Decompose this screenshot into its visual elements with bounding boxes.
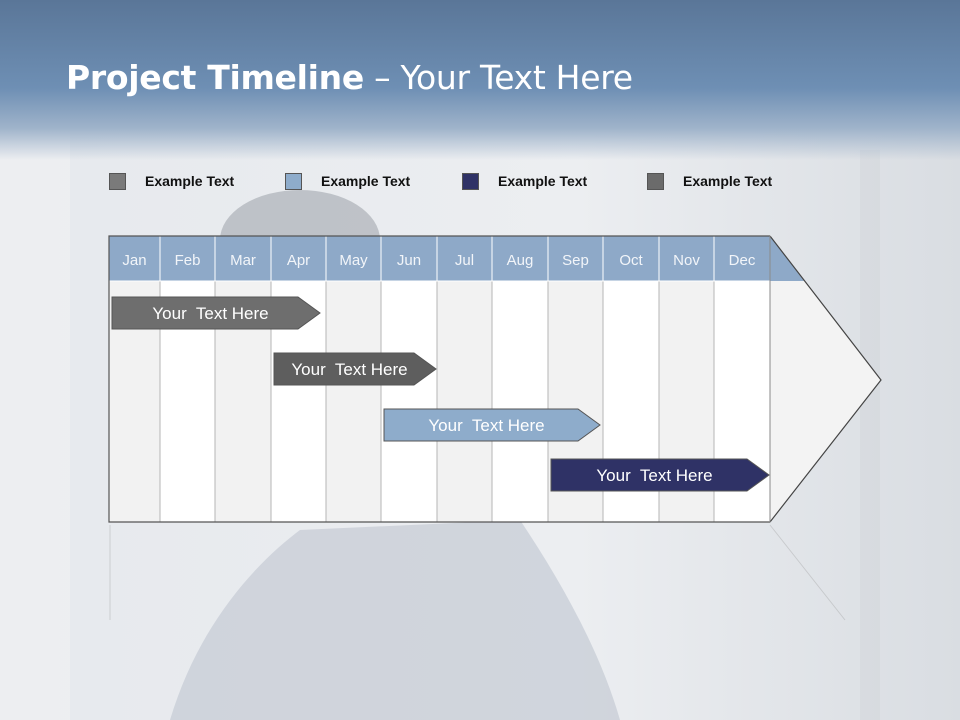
timeline-border bbox=[108, 235, 770, 523]
legend-swatch-2 bbox=[285, 172, 302, 190]
legend-label-1: Example Text bbox=[145, 173, 235, 189]
legend-item-3: Example Text bbox=[462, 170, 587, 192]
month-column-jun bbox=[380, 280, 438, 523]
month-column-jul bbox=[436, 280, 493, 523]
title-bold: Project Timeline bbox=[66, 58, 364, 97]
month-column-aug bbox=[491, 280, 549, 523]
legend-item-4: Example Text bbox=[647, 170, 772, 192]
month-header-cell-sep bbox=[547, 235, 604, 282]
month-label-may: May bbox=[339, 252, 368, 269]
month-header-cell-aug bbox=[491, 235, 549, 282]
legend-swatch-3 bbox=[462, 172, 479, 190]
month-label-sep: Sep bbox=[562, 252, 589, 269]
task-bar-label-4: Your Text Here bbox=[596, 466, 712, 485]
month-header-cell-jun bbox=[380, 235, 438, 282]
month-column-may bbox=[325, 280, 382, 523]
legend-swatch-1 bbox=[109, 172, 126, 190]
task-bar-4 bbox=[550, 458, 770, 492]
month-header-cell-dec bbox=[713, 235, 771, 282]
task-bar-label-3: Your Text Here bbox=[428, 416, 544, 435]
task-bar-3 bbox=[383, 408, 601, 442]
title-rest: – Your Text Here bbox=[363, 58, 633, 97]
page-title: Project Timeline – Your Text Here bbox=[66, 58, 633, 97]
month-header-cell-oct bbox=[602, 235, 660, 282]
legend-item-2: Example Text bbox=[285, 170, 410, 192]
timeline-reflection bbox=[109, 524, 846, 621]
header-band bbox=[0, 0, 960, 160]
task-bar-1 bbox=[111, 296, 321, 330]
legend-swatch-4 bbox=[647, 172, 664, 190]
legend-label-3: Example Text bbox=[498, 173, 588, 189]
legend-item-1: Example Text bbox=[109, 170, 234, 192]
arrow-outline bbox=[769, 235, 882, 523]
month-header-cell-jan bbox=[108, 235, 161, 282]
task-bar-label-1: Your Text Here bbox=[152, 304, 268, 323]
month-label-aug: Aug bbox=[507, 252, 534, 269]
task-bar-label-2: Your Text Here bbox=[291, 360, 407, 379]
legend-label-4: Example Text bbox=[683, 173, 773, 189]
legend-label-2: Example Text bbox=[321, 173, 411, 189]
month-label-mar: Mar bbox=[230, 252, 256, 269]
timeline-outline bbox=[108, 235, 882, 523]
task-bar-2 bbox=[273, 352, 437, 386]
month-header-cell-mar bbox=[214, 235, 272, 282]
month-label-nov: Nov bbox=[673, 252, 700, 269]
month-label-jun: Jun bbox=[397, 252, 421, 269]
month-header-cell-nov bbox=[658, 235, 715, 282]
month-label-dec: Dec bbox=[729, 252, 756, 269]
month-label-oct: Oct bbox=[619, 252, 643, 269]
month-header-row: Jan Feb Mar Apr May Jun Jul Aug Sep Oct Nov Dec bbox=[108, 235, 804, 282]
month-label-jul: Jul bbox=[455, 252, 474, 269]
month-label-feb: Feb bbox=[175, 252, 201, 269]
arrow-head bbox=[770, 236, 881, 522]
month-label-jan: Jan bbox=[122, 252, 146, 269]
month-label-apr: Apr bbox=[287, 252, 310, 269]
